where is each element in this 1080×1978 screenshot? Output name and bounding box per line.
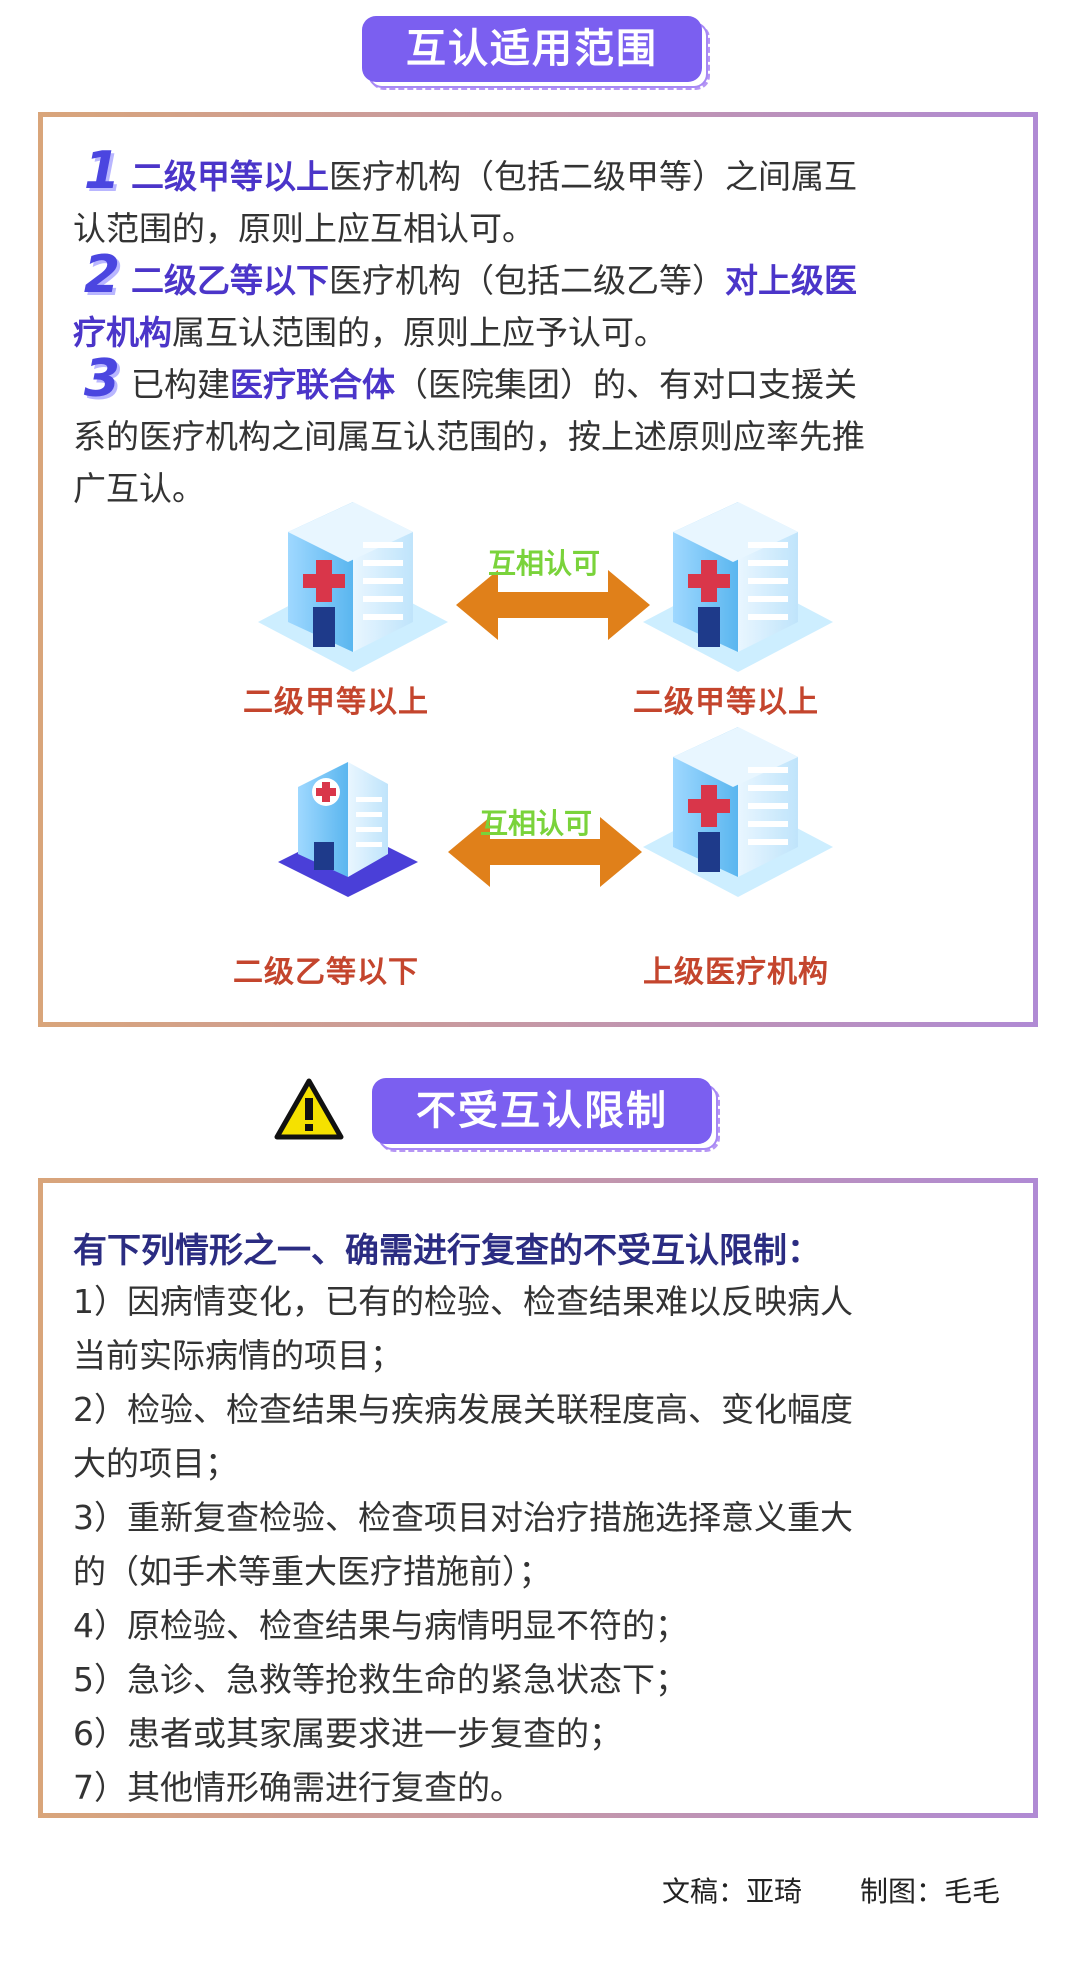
item2-line2: 属互认范围的，原则上应予认可。 (172, 313, 667, 352)
number-2-icon: 2 (83, 245, 121, 305)
exceptions-panel: 有下列情形之一、确需进行复查的不受互认限制： 1）因病情变化，已有的检验、检查结… (38, 1178, 1038, 1818)
designer-credit: 制图：毛毛 (860, 1875, 1001, 1908)
section2-badge: 不受互认限制 (372, 1078, 712, 1144)
exception-line: 4）原检验、检查结果与病情明显不符的； (73, 1606, 688, 1645)
hospital-building-icon (643, 727, 833, 897)
item1-text: 医疗机构（包括二级甲等）之间属互 (329, 157, 857, 196)
hospital-building-icon (258, 502, 448, 672)
section1-title: 互认适用范围 (406, 26, 658, 72)
exception-line: 5）急诊、急救等抢救生命的紧急状态下； (73, 1660, 688, 1699)
hospital-building-icon (643, 502, 833, 672)
writer-credit: 文稿：亚琦 (662, 1875, 803, 1908)
number-3-icon: 3 (83, 349, 121, 409)
exception-line: 6）患者或其家属要求进一步复查的； (73, 1714, 622, 1753)
number-1-icon: 1 (83, 141, 121, 201)
item3-highlight: 医疗联合体 (230, 365, 395, 404)
mutual-recognition-diagram (258, 502, 833, 897)
item2-line2-highlight: 疗机构 (73, 313, 172, 352)
section2-title: 不受互认限制 (416, 1088, 668, 1134)
hospital-label-top-left: 二级甲等以上 (243, 685, 429, 720)
exception-line: 大的项目； (73, 1444, 238, 1483)
item3-pre: 已构建 (131, 365, 230, 404)
exception-line: 1）因病情变化，已有的检验、检查结果难以反映病人 (73, 1282, 853, 1321)
item3-text: （医院集团）的、有对口支援关 (395, 365, 857, 404)
item2-text: 医疗机构（包括二级乙等） (329, 261, 725, 300)
hospital-label-bottom-left: 二级乙等以下 (233, 955, 419, 990)
warning-icon (274, 1078, 344, 1140)
hospital-label-bottom-right: 上级医疗机构 (643, 955, 829, 990)
exception-line: 当前实际病情的项目； (73, 1336, 403, 1375)
small-hospital-icon (278, 762, 418, 897)
item3-line2: 系的医疗机构之间属互认范围的，按上述原则应率先推 (73, 417, 865, 456)
item2-highlight2: 对上级医 (725, 261, 857, 300)
item1-highlight: 二级甲等以上 (131, 157, 329, 196)
exception-line: 2）检验、检查结果与疾病发展关联程度高、变化幅度 (73, 1390, 853, 1429)
arrow-label-top: 互相认可 (488, 547, 601, 580)
arrow-label-bottom: 互相认可 (480, 807, 593, 840)
exception-line: 7）其他情形确需进行复查的。 (73, 1768, 523, 1807)
item1-line2: 认范围的，原则上应互相认可。 (73, 209, 535, 248)
hospital-label-top-right: 二级甲等以上 (633, 685, 819, 720)
exception-line: 的（如手术等重大医疗措施前）； (73, 1552, 552, 1591)
item3-line3: 广互认。 (73, 469, 205, 508)
section1-badge: 互认适用范围 (362, 16, 702, 82)
exceptions-lead: 有下列情形之一、确需进行复查的不受互认限制： (73, 1231, 821, 1271)
item2-highlight: 二级乙等以下 (131, 261, 329, 300)
double-arrow-icon (456, 570, 650, 640)
exception-line: 3）重新复查检验、检查项目对治疗措施选择意义重大 (73, 1498, 853, 1537)
double-arrow-icon (448, 817, 642, 887)
